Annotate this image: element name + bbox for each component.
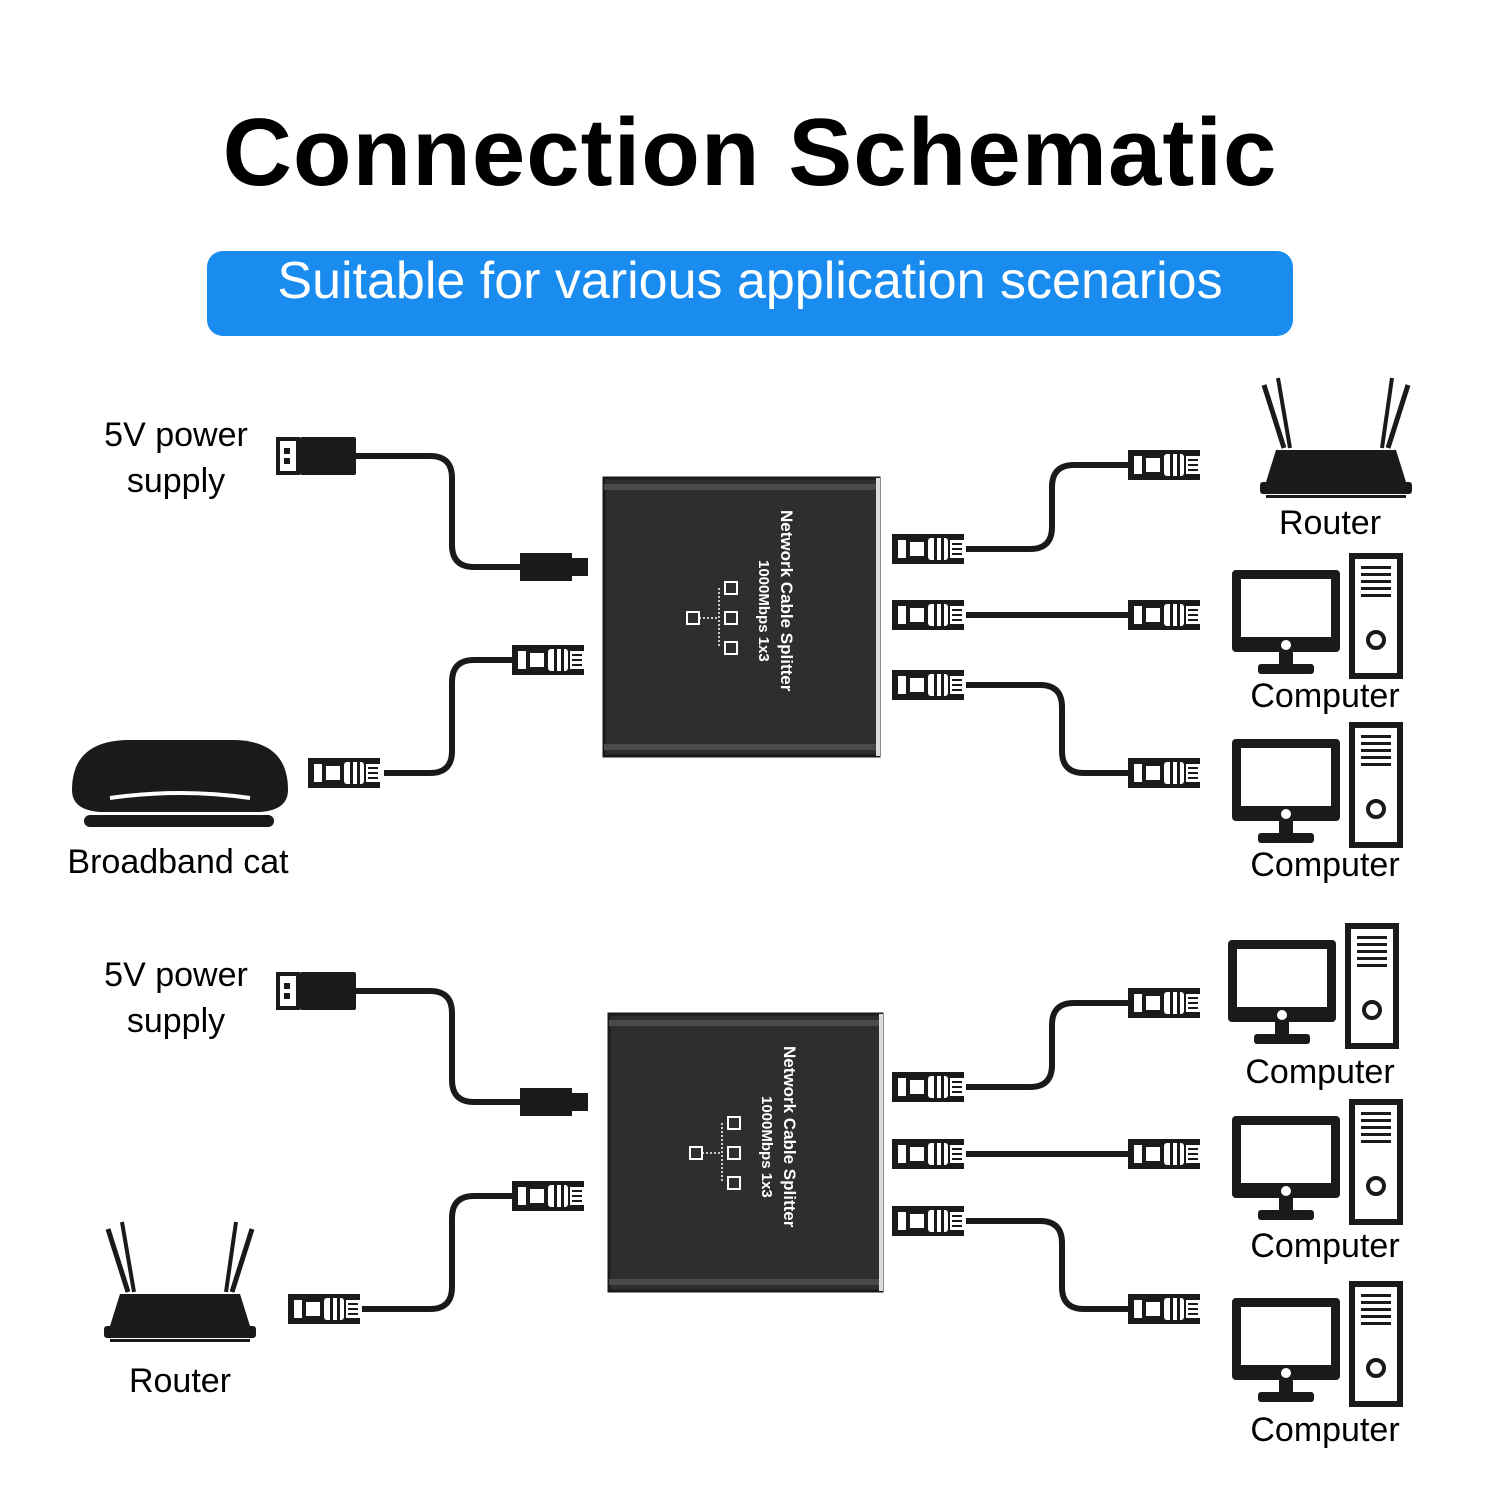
device-1-name: Network Cable Splitter — [777, 510, 796, 692]
rj45-plug-icon — [1128, 1294, 1200, 1324]
page-title: Connection Schematic — [222, 99, 1278, 206]
splitter-device-2: Network Cable Splitter 1000Mbps 1x3 — [607, 1012, 884, 1293]
power-label-1: 5V power supply — [76, 416, 276, 500]
output-label-2-2: Computer — [1250, 1227, 1400, 1265]
input-cable-2 — [362, 1193, 512, 1312]
rj45-plug-icon — [512, 1181, 584, 1211]
power-cable-1 — [355, 453, 522, 570]
rj45-plug-icon — [1128, 988, 1200, 1018]
output-label-2-3: Computer — [1250, 1411, 1400, 1449]
power-label-2-line2: supply — [126, 1002, 226, 1040]
router-icon — [1260, 378, 1412, 498]
router-icon — [104, 1222, 256, 1342]
output-label-1-3: Computer — [1250, 846, 1400, 884]
scenario-2: Network Cable Splitter 1000Mbps 1x3 — [104, 926, 1400, 1404]
computer-icon — [1228, 926, 1396, 1046]
rj45-plug-icon — [288, 1294, 360, 1324]
output-label-2-1: Computer — [1245, 1053, 1395, 1091]
rj45-plug-icon — [512, 645, 584, 675]
output-cable-1-3 — [966, 682, 1128, 776]
rj45-plug-icon — [892, 670, 964, 700]
computer-icon — [1232, 1102, 1400, 1222]
output-cable-1-1 — [966, 462, 1128, 552]
device-1-spec: 1000Mbps 1x3 — [755, 560, 772, 662]
scenario-1: Network Cable Splitter 1000Mbps 1x3 — [72, 378, 1412, 845]
usb-micro-plug-icon — [520, 1088, 588, 1116]
input-cable-1 — [384, 657, 512, 776]
subtitle-text: Suitable for various application scenari… — [277, 252, 1223, 310]
computer-icon — [1232, 556, 1400, 676]
power-label-1-line2: supply — [126, 462, 226, 500]
splitter-device-1: Network Cable Splitter 1000Mbps 1x3 — [602, 476, 881, 758]
rj45-plug-icon — [892, 1206, 964, 1236]
subtitle-banner: Suitable for various application scenari… — [207, 251, 1293, 336]
modem-icon — [72, 740, 288, 827]
output-cable-2-1 — [966, 1000, 1128, 1090]
usb-plug-icon — [276, 970, 358, 1012]
power-label-2: 5V power supply — [76, 956, 276, 1040]
rj45-plug-icon — [892, 534, 964, 564]
usb-plug-icon — [276, 435, 358, 477]
output-label-1-2: Computer — [1250, 677, 1400, 715]
output-cable-2-3 — [966, 1218, 1128, 1312]
rj45-plug-icon — [1128, 600, 1200, 630]
source-label-1: Broadband cat — [67, 843, 289, 881]
device-2-spec: 1000Mbps 1x3 — [758, 1096, 775, 1198]
device-2-name: Network Cable Splitter — [780, 1046, 799, 1228]
computer-icon — [1232, 1284, 1400, 1404]
usb-micro-plug-icon — [520, 553, 588, 581]
power-cable-2 — [355, 988, 522, 1105]
output-label-1-1: Router — [1278, 504, 1382, 542]
source-label-2: Router — [128, 1362, 232, 1400]
rj45-plug-icon — [1128, 1139, 1200, 1169]
rj45-plug-icon — [892, 1072, 964, 1102]
computer-icon — [1232, 725, 1400, 845]
rj45-plug-icon — [1128, 450, 1200, 480]
rj45-plug-icon — [1128, 758, 1200, 788]
rj45-plug-icon — [892, 600, 964, 630]
power-label-2-line1: 5V power — [104, 956, 248, 994]
rj45-plug-icon — [892, 1139, 964, 1169]
power-label-1-line1: 5V power — [104, 416, 248, 454]
rj45-plug-icon — [308, 758, 380, 788]
